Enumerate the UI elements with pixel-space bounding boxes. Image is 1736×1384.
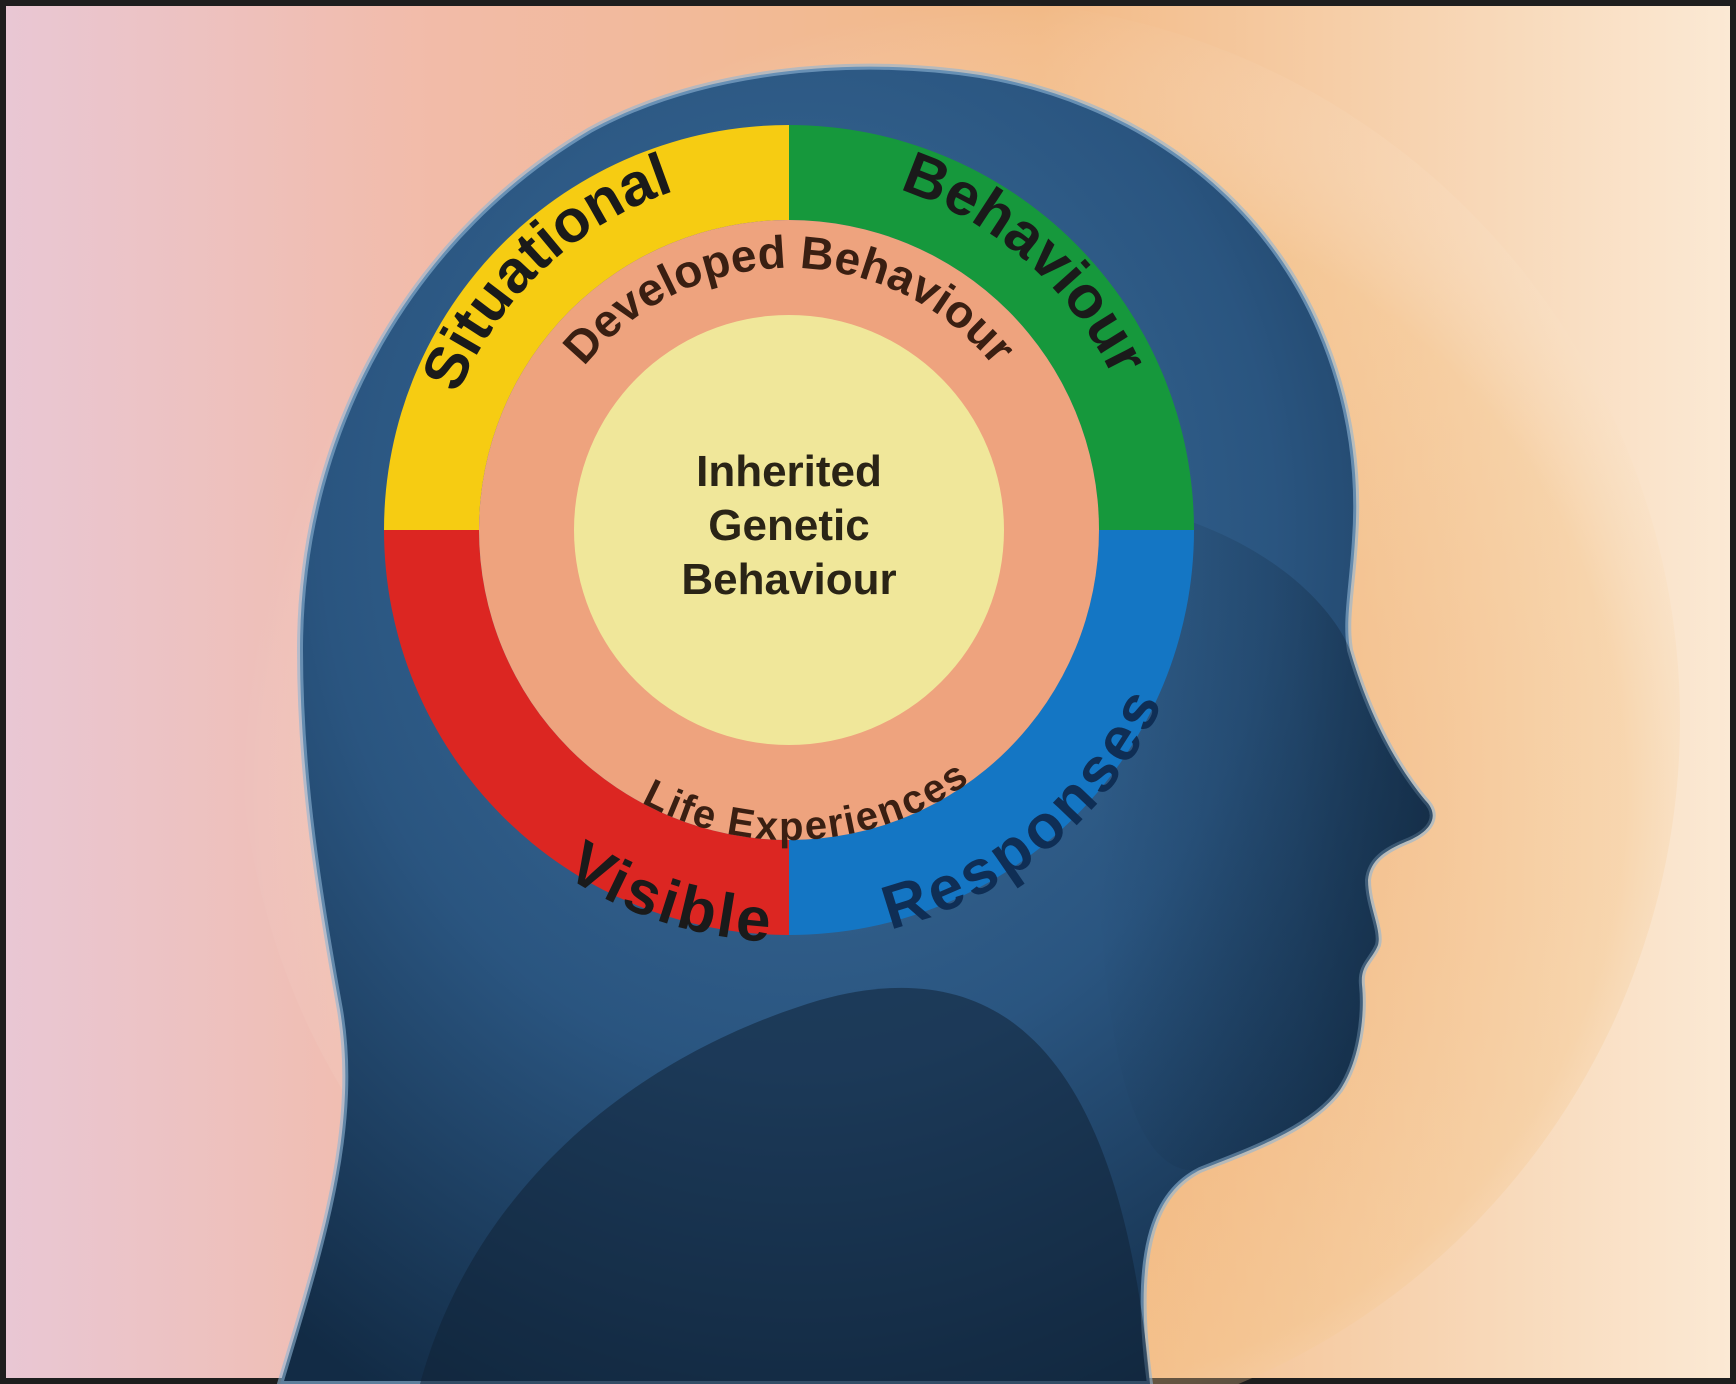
core-line-1: Inherited [696,447,882,496]
core-line-3: Behaviour [681,555,896,604]
core-text: Inherited Genetic Behaviour [681,447,896,604]
core-line-2: Genetic [708,501,869,550]
